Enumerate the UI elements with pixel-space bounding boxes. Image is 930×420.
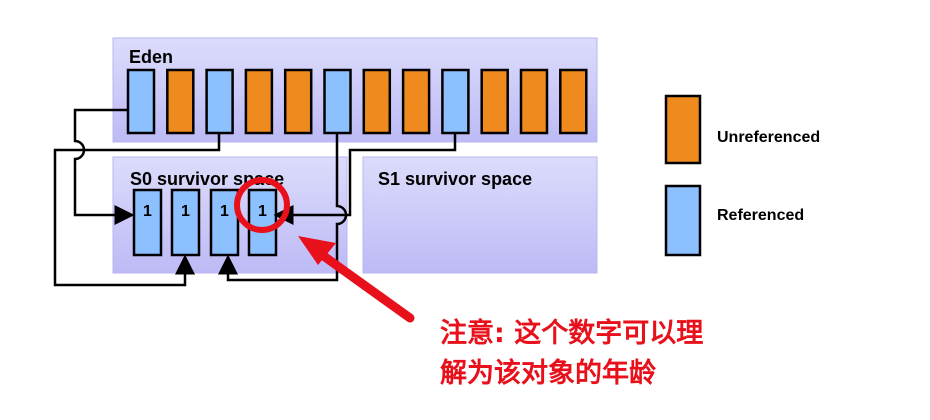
s0-object [247, 188, 278, 257]
legend-referenced-swatch [664, 184, 702, 257]
eden-object-unreferenced [559, 68, 588, 135]
eden-object-referenced [126, 68, 156, 135]
s1-space [362, 156, 598, 274]
eden-object-unreferenced [519, 68, 549, 135]
s1-label: S1 survivor space [378, 169, 532, 189]
object-age-label: 1 [143, 203, 152, 220]
copy-arrow-3 [218, 133, 348, 282]
object-age-label: 1 [258, 203, 267, 220]
legend-unreferenced-label: Unreferenced [717, 129, 820, 146]
legend-unreferenced-swatch [664, 94, 702, 165]
object-age-label: 1 [181, 203, 190, 220]
eden-object-referenced [205, 68, 234, 135]
s0-object [170, 188, 201, 257]
eden-object-referenced [323, 68, 352, 135]
note-line-2: 解为该对象的年龄 [440, 357, 657, 389]
pointer-arrow [298, 236, 415, 323]
eden-object-unreferenced [244, 68, 274, 135]
copy-arrow-2 [53, 133, 221, 287]
highlight-circle [234, 177, 290, 233]
eden-object-unreferenced [401, 68, 431, 135]
eden-object-unreferenced [283, 68, 313, 135]
eden-object-unreferenced [480, 68, 509, 135]
eden-object-unreferenced [166, 68, 195, 135]
eden-object-referenced [441, 68, 470, 135]
s0-object [132, 188, 163, 257]
s0-object [209, 188, 240, 257]
eden-label: Eden [129, 47, 173, 67]
note-line-1: 注意: 这个数字可以理 [440, 317, 703, 349]
object-age-label: 1 [220, 203, 229, 220]
copy-arrow-4 [273, 133, 457, 225]
legend-referenced-label: Referenced [717, 207, 804, 224]
eden-object-unreferenced [362, 68, 392, 135]
reference-arrows [53, 108, 457, 287]
